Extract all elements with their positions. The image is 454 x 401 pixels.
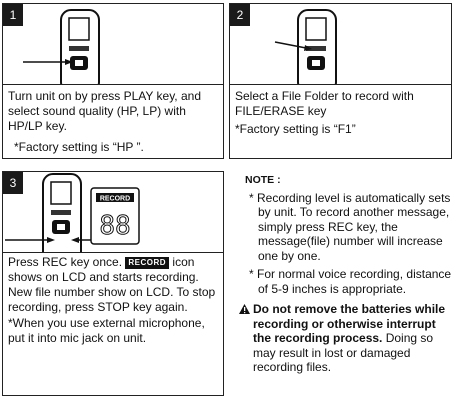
step-3-text-before: Press REC key once. [8,255,123,269]
step-1-text: Turn unit on by press PLAY key, and sele… [8,89,201,133]
step-2-illustration: 2 [230,4,451,85]
step-3-note: *When you use external microphone, put i… [8,316,205,345]
step-2-note: *Factory setting is “F1” [235,122,356,136]
step-1-illustration: 1 [3,4,223,85]
note-bullet-1: * Recording level is automatically sets … [249,190,451,263]
warning-bold-text: Do not remove the batteries while record… [253,302,446,345]
lcd-label: RECORD [100,196,130,203]
step-number: 3 [3,172,23,194]
warning-text: Doing so may result in lost or damaged r… [253,331,434,374]
step-1-note: *Factory setting is “HP ”. [14,140,144,154]
step-1-text-block: Turn unit on by press PLAY key, and sele… [8,89,220,155]
note-heading: NOTE : [245,174,281,186]
recorder-device: RECORD 88 [5,173,140,252]
lcd-digits: 88 [99,211,130,241]
recorder-device [274,9,337,84]
step-1-panel: 1 Turn unit on by press PLAY key, and se… [2,3,224,159]
notes-section: NOTE : * Recording level is automaticall… [239,173,453,375]
step-3-text-block: Press REC key once. RECORD icon shows on… [8,255,220,346]
step-2-panel: 2 Select a File Folder to record with FI… [229,3,452,159]
record-icon: RECORD [125,257,170,269]
warning-triangle-icon [239,304,250,314]
step-number: 1 [3,4,23,26]
step-3-text-after: icon shows on LCD and starts recording. … [8,255,216,314]
step-2-text: Select a File Folder to record with FILE… [235,89,414,118]
step-number: 2 [230,4,250,26]
lcd-display: RECORD 88 [90,187,140,245]
arrow-icon [274,41,307,49]
step-2-text-block: Select a File Folder to record with FILE… [235,89,448,137]
warning-block: Do not remove the batteries while record… [239,302,453,375]
step-3-text: Press REC key once. RECORD icon shows on… [8,255,220,315]
note-bullet-2: * For normal voice recording, distance o… [249,267,452,296]
step-3-panel: 3 RECORD 88 Press REC key once. RECORD i… [2,171,224,396]
recorder-device [23,9,100,84]
step-3-illustration: 3 RECORD 88 [3,172,223,253]
